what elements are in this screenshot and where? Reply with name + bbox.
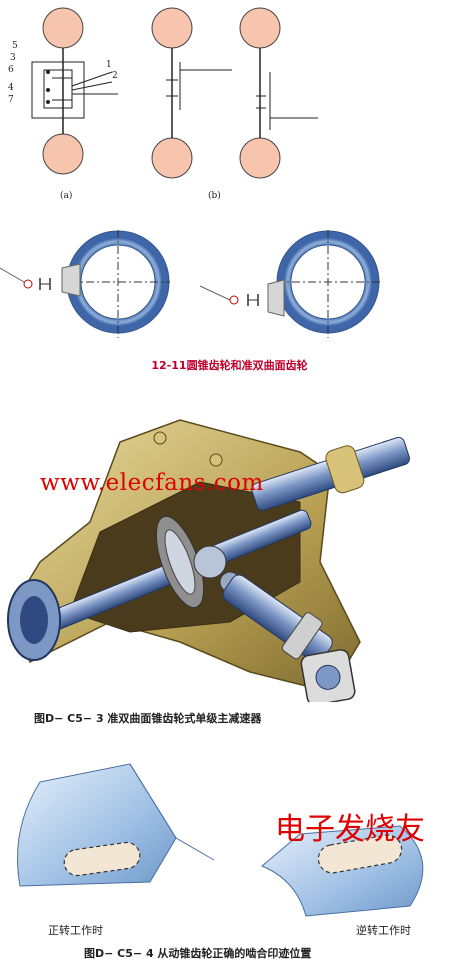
subfigure-a-label: (a)	[60, 191, 73, 201]
part-label-7: 7	[8, 95, 14, 105]
schematic-b-right	[239, 7, 318, 179]
contact-pattern-figure: 电子发烧友	[0, 760, 459, 920]
reducer-figure-caption: 图D− C5− 3 准双曲面锥齿轮式单级主减速器	[34, 712, 262, 725]
gear-figure-caption: 12-11圆锥齿轮和准双曲面齿轮	[151, 359, 308, 372]
part-label-1: 1	[106, 60, 112, 70]
schematic-a	[31, 7, 118, 175]
hypoid-gear	[199, 230, 382, 338]
subfigure-b-label: (b)	[208, 191, 221, 201]
contact-figure-caption: 图D− C5− 4 从动锥齿轮正确的啮合印迹位置	[84, 947, 312, 960]
part-label-6: 6	[8, 65, 14, 75]
watermark-url: www.elecfans.com	[40, 470, 264, 496]
axle-schematic-drawing	[31, 7, 318, 179]
axle-schematic-figure: 5 3 6 4 7 1 2 (a) (b)	[0, 0, 459, 205]
gear-comparison-figure	[0, 220, 459, 350]
reverse-operation-label: 逆转工作时	[356, 924, 411, 937]
part-label-2: 2	[112, 71, 118, 81]
watermark-chinese: 电子发烧友	[275, 812, 425, 847]
reverse-tooth	[261, 825, 424, 917]
final-drive-illustration	[7, 419, 410, 702]
schematic-b-left	[151, 7, 232, 179]
tooth-contact-drawing	[17, 763, 424, 917]
forward-tooth	[17, 763, 215, 887]
spiral-bevel-gear	[0, 230, 170, 338]
part-label-4: 4	[8, 83, 14, 93]
forward-operation-label: 正转工作时	[48, 924, 103, 937]
part-label-5: 5	[12, 41, 18, 51]
part-label-3: 3	[10, 53, 16, 63]
final-drive-figure: www.elecfans.com	[0, 412, 459, 702]
gear-rings-drawing	[0, 230, 382, 338]
